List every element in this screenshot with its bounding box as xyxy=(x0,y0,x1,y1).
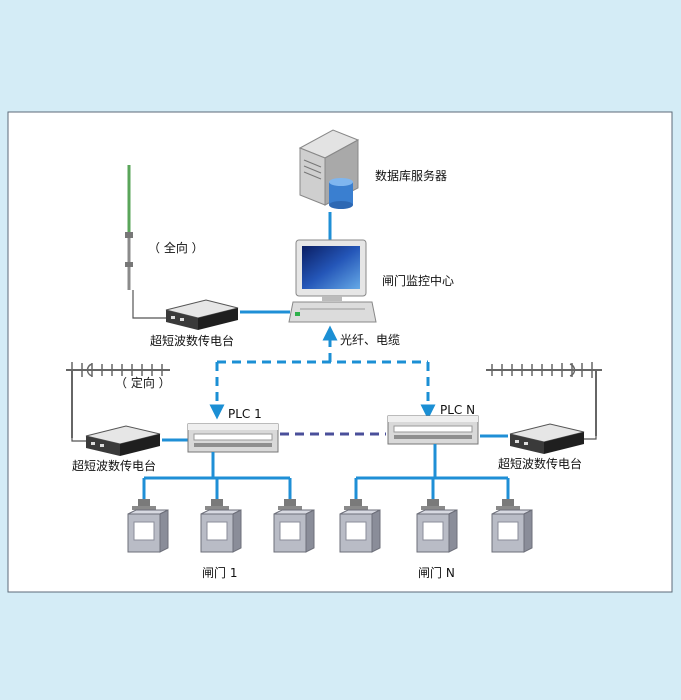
plcn-icon xyxy=(387,415,479,445)
fiber-cable-label: 光纤、电缆 xyxy=(340,333,400,347)
directional-label: （ 定向 ） xyxy=(115,375,171,390)
radio-top-label: 超短波数传电台 xyxy=(150,333,234,348)
omni-label: （ 全向 ） xyxy=(148,240,204,255)
gaten-label: 闸门 N xyxy=(418,565,455,580)
db-server-icon xyxy=(298,129,360,209)
fiber-network-lines xyxy=(209,325,436,420)
radio-top-icon xyxy=(165,299,239,330)
radio-left-label: 超短波数传电台 xyxy=(72,458,156,473)
gate-icon xyxy=(200,499,242,553)
omni-antenna-cable xyxy=(132,290,166,319)
gate-icon xyxy=(127,499,169,553)
omni-antenna-icon xyxy=(125,165,133,290)
left-antenna-cable xyxy=(71,438,90,442)
gate-icon xyxy=(339,499,381,553)
monitor-center-label: 闸门监控中心 xyxy=(382,273,454,288)
gaten-wiring xyxy=(354,444,510,500)
plcn-label: PLC N xyxy=(440,403,475,417)
gate1-label: 闸门 1 xyxy=(202,565,237,580)
yagi-antenna-left-icon xyxy=(66,362,170,438)
plc1-icon xyxy=(187,423,279,453)
db-server-label: 数据库服务器 xyxy=(375,168,447,183)
yagi-antenna-right-icon xyxy=(486,362,602,436)
radio-left-icon xyxy=(85,425,161,456)
radio-right-label: 超短波数传电台 xyxy=(498,456,582,471)
gate-icon xyxy=(491,499,533,553)
gate-icon xyxy=(416,499,458,553)
plc1-label: PLC 1 xyxy=(228,407,262,421)
radio-right-icon xyxy=(509,423,585,454)
gate-icon xyxy=(273,499,315,553)
gate1-wiring xyxy=(142,452,292,500)
computer-icon xyxy=(288,239,377,323)
